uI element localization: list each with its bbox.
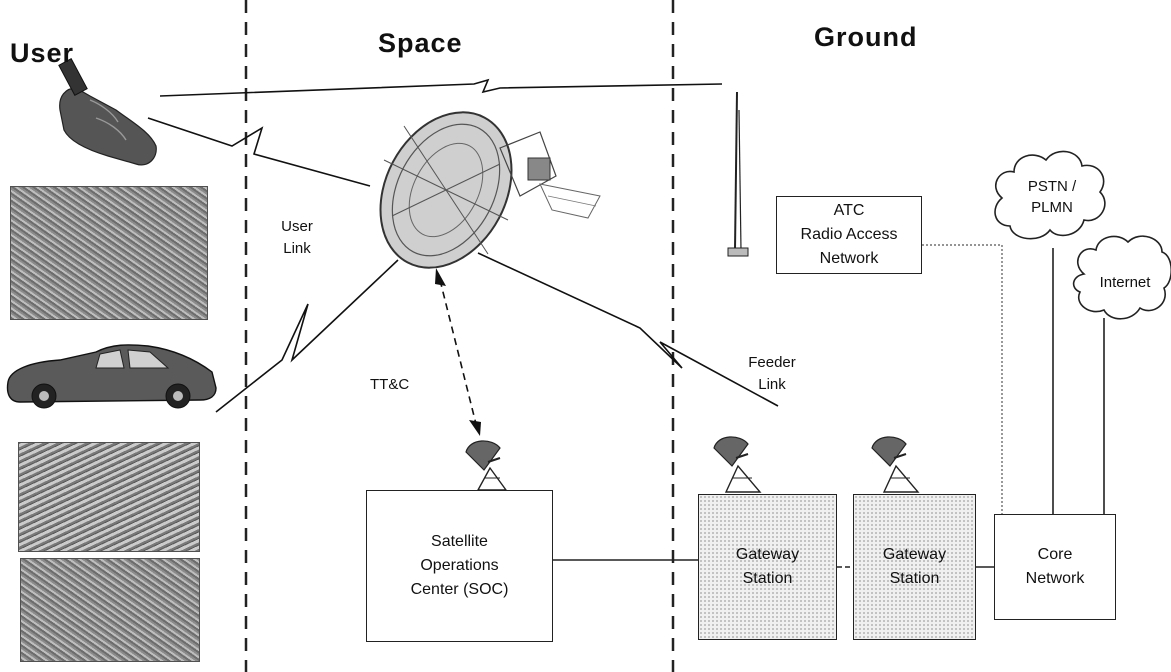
soc-dish-icon <box>466 441 506 490</box>
gateway-station-1-box: Gateway Station <box>698 494 837 640</box>
ttc-arrow-down <box>469 420 481 436</box>
pstn-plmn-cloud-label: PSTN / PLMN <box>1010 176 1094 218</box>
soc-line1: Satellite <box>411 530 509 554</box>
gateway-station-2-box: Gateway Station <box>853 494 976 640</box>
feeder-link-label: Feeder Link <box>742 352 802 396</box>
equipment-photo <box>20 558 200 662</box>
atc-tower-icon <box>728 92 748 256</box>
gateway2-line2: Station <box>883 567 946 591</box>
section-user: User <box>10 38 74 69</box>
feeder-link <box>478 253 778 406</box>
ttc-link <box>440 280 476 424</box>
ttc-label: TT&C <box>370 374 409 396</box>
user-link-label-line1: User <box>272 216 322 238</box>
gateway1-dish-icon <box>714 437 760 492</box>
feeder-link-label-line2: Link <box>742 374 802 396</box>
atc-line3: Network <box>801 247 898 271</box>
core-line1: Core <box>1026 543 1085 567</box>
user-link-label-line2: Link <box>272 238 322 260</box>
handset-icon <box>59 59 156 165</box>
pstn-line2: PLMN <box>1010 197 1094 218</box>
military-vehicle-photo <box>18 442 200 552</box>
gateway2-dish-icon <box>872 437 918 492</box>
handset-atc-link <box>160 80 722 96</box>
internet-cloud-label: Internet <box>1086 272 1164 293</box>
feeder-link-label-line1: Feeder <box>742 352 802 374</box>
soc-line2: Operations <box>411 554 509 578</box>
gateway1-line2: Station <box>736 567 799 591</box>
soc-line3: Center (SOC) <box>411 578 509 602</box>
atc-line2: Radio Access <box>801 223 898 247</box>
atc-line1: ATC <box>801 199 898 223</box>
satellite-icon <box>355 89 600 290</box>
satellite-operations-center-box: Satellite Operations Center (SOC) <box>366 490 553 642</box>
aircraft-photo <box>10 186 208 320</box>
gateway2-line1: Gateway <box>883 543 946 567</box>
core-network-box: Core Network <box>994 514 1116 620</box>
user-link-upper <box>148 118 370 186</box>
core-line2: Network <box>1026 567 1085 591</box>
pstn-line1: PSTN / <box>1010 176 1094 197</box>
user-link-label: User Link <box>272 216 322 260</box>
section-ground: Ground <box>814 22 917 53</box>
car-icon <box>8 345 217 408</box>
section-space: Space <box>378 28 463 59</box>
ttc-arrow-up <box>435 268 446 286</box>
atc-radio-access-network-box: ATC Radio Access Network <box>776 196 922 274</box>
gateway1-line1: Gateway <box>736 543 799 567</box>
